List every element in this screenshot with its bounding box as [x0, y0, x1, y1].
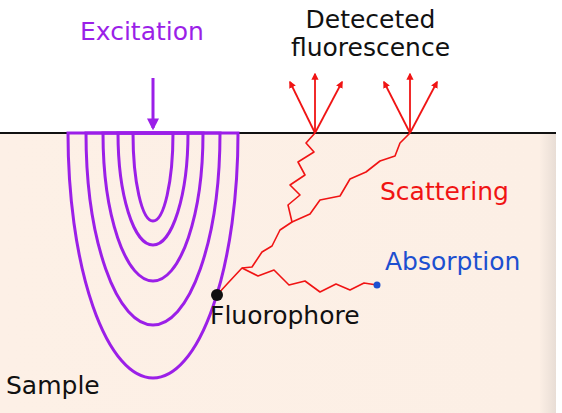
excitation-label: Excitation — [80, 18, 204, 46]
excitation-ring — [103, 133, 203, 281]
absorption-dot — [374, 282, 381, 289]
emission-arrows — [290, 74, 437, 133]
sample-region — [0, 133, 556, 413]
scattering-label: Scattering — [380, 178, 509, 206]
absorption-label: Absorption — [385, 248, 520, 276]
sample-label: Sample — [6, 372, 100, 400]
excitation-ring — [68, 133, 238, 378]
excitation-ring — [86, 133, 220, 325]
scattering-paths — [217, 133, 410, 295]
excitation-arrow — [152, 78, 155, 128]
detected-label: Deteceted fluorescence — [268, 6, 473, 62]
excitation-ring — [133, 133, 173, 221]
excitation-ring — [118, 133, 188, 245]
excitation-profile — [68, 133, 238, 378]
fluorophore-dot — [211, 289, 223, 301]
fluorophore-label: Fluorophore — [210, 302, 360, 330]
